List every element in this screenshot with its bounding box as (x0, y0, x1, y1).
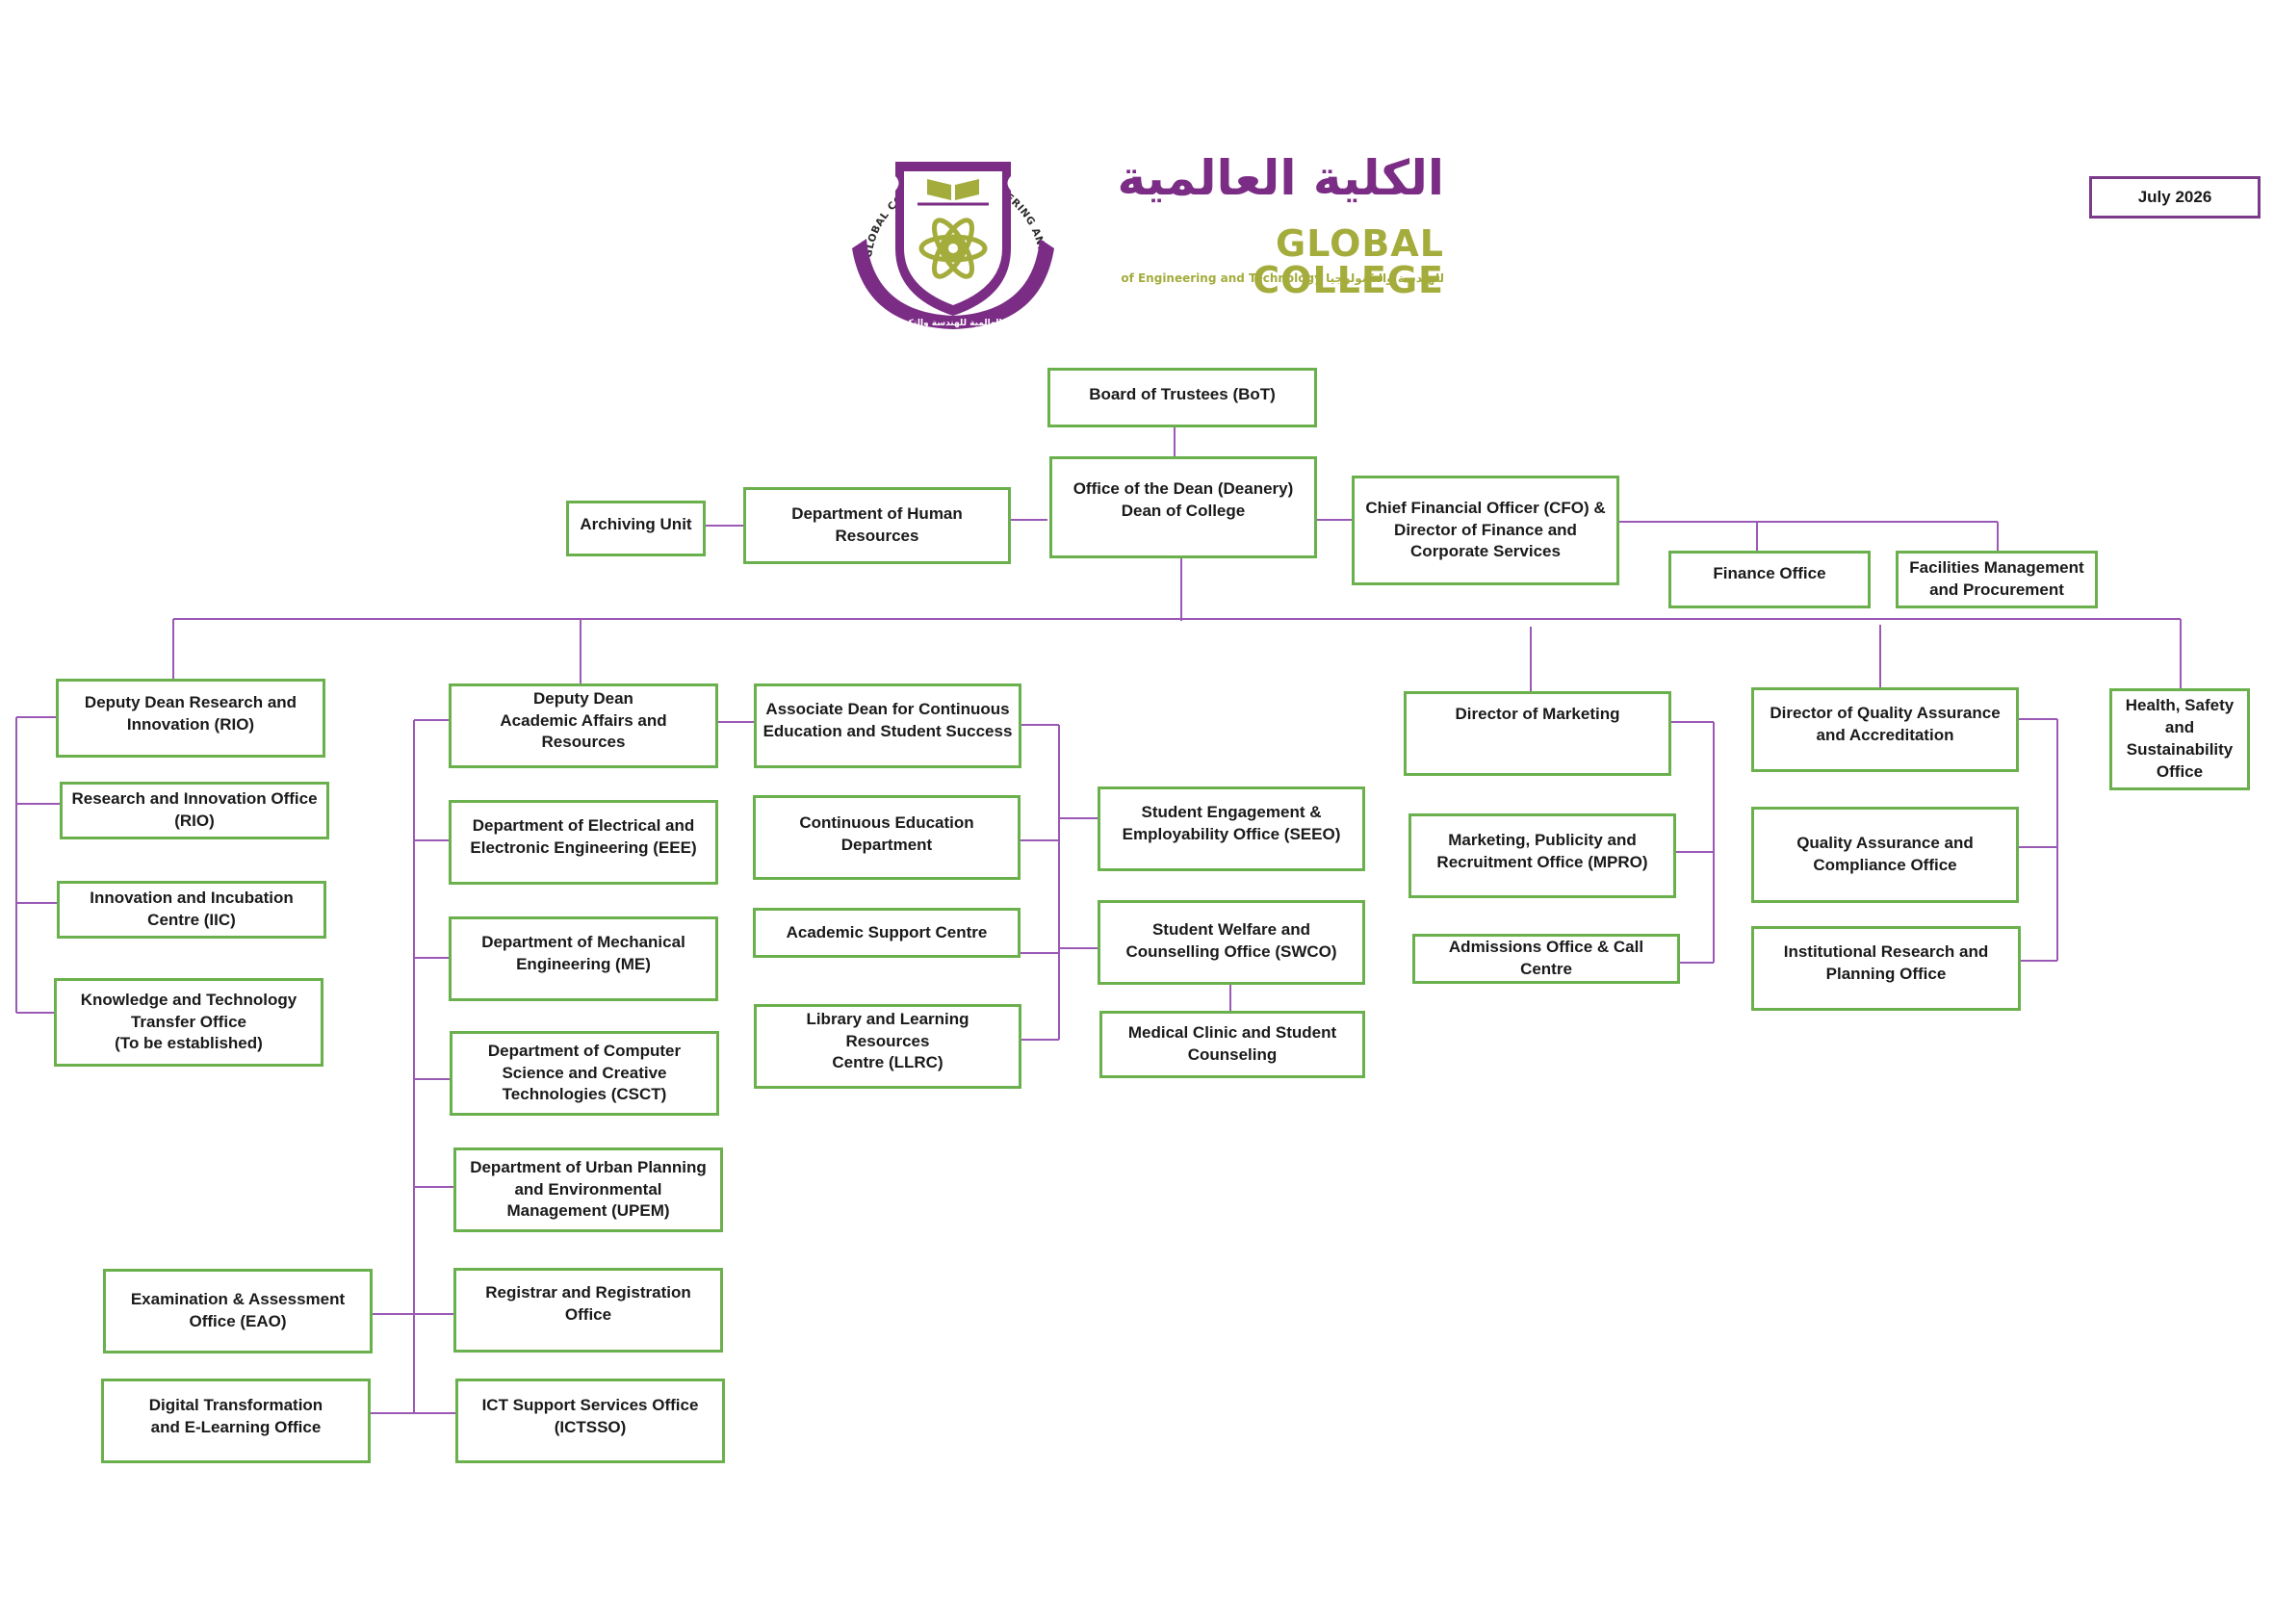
org-box-student-welfare: Student Welfare and Counselling Office (… (1098, 900, 1365, 985)
brand-name-english: GLOBAL COLLEGE (1253, 222, 1444, 301)
org-box-board-of-trustees: Board of Trustees (BoT) (1047, 368, 1317, 427)
org-box-student-engagement: Student Engagement & Employability Offic… (1098, 786, 1365, 871)
college-seal-logo: GLOBAL COLLEGE OF ENGINEERING AND TECHNO… (842, 123, 1054, 329)
org-box-finance-office: Finance Office (1668, 551, 1871, 608)
org-box-institutional-research-planning: Institutional Research and Planning Offi… (1751, 926, 2021, 1011)
org-box-continuous-education-dept: Continuous Education Department (753, 795, 1021, 880)
org-box-quality-assurance-compliance: Quality Assurance and Compliance Office (1751, 807, 2019, 903)
org-box-director-marketing: Director of Marketing (1404, 691, 1671, 776)
svg-text:الكلية العالمية للهندسة والتكن: الكلية العالمية للهندسة والتكنولوجيا (878, 319, 1028, 328)
org-box-academic-support-centre: Academic Support Centre (753, 908, 1021, 958)
org-box-human-resources: Department of Human Resources (743, 487, 1011, 564)
org-box-associate-dean-continuous-education: Associate Dean for Continuous Education … (754, 683, 1021, 768)
org-box-archiving-unit: Archiving Unit (566, 501, 706, 556)
date-badge: July 2026 (2089, 176, 2261, 219)
org-box-registrar: Registrar and Registration Office (453, 1268, 723, 1353)
org-box-dept-eee: Department of Electrical and Electronic … (449, 800, 718, 885)
org-box-ictsso: ICT Support Services Office (ICTSSO) (455, 1379, 725, 1463)
brand-name-arabic: الكلية العالمية (1117, 150, 1444, 206)
org-box-examination-assessment: Examination & Assessment Office (EAO) (103, 1269, 373, 1353)
org-box-dept-upem: Department of Urban Planning and Environ… (453, 1147, 723, 1232)
org-box-research-innovation-office: Research and Innovation Office (RIO) (60, 782, 329, 839)
org-box-dept-me: Department of Mechanical Engineering (ME… (449, 916, 718, 1001)
org-box-marketing-publicity-recruitment: Marketing, Publicity and Recruitment Off… (1408, 813, 1676, 898)
org-box-office-of-the-dean: Office of the Dean (Deanery) Dean of Col… (1049, 456, 1317, 558)
org-box-cfo: Chief Financial Officer (CFO) & Director… (1352, 476, 1619, 585)
org-box-knowledge-technology-transfer: Knowledge and Technology Transfer Office… (54, 978, 323, 1067)
org-box-director-quality-assurance: Director of Quality Assurance and Accred… (1751, 687, 2019, 772)
org-box-deputy-dean-academic: Deputy Dean Academic Affairs and Resourc… (449, 683, 718, 768)
org-box-innovation-incubation-centre: Innovation and Incubation Centre (IIC) (57, 881, 326, 939)
org-box-digital-transformation: Digital Transformation and E-Learning Of… (101, 1379, 371, 1463)
org-box-admissions-call-centre: Admissions Office & Call Centre (1412, 934, 1680, 984)
brand-subtitle: of Engineering and Technology للهندسة وا… (1121, 271, 1444, 285)
org-box-dept-csct: Department of Computer Science and Creat… (450, 1031, 719, 1116)
org-box-facilities-management: Facilities Management and Procurement (1896, 551, 2098, 608)
org-box-deputy-dean-research: Deputy Dean Research and Innovation (RIO… (56, 679, 325, 758)
org-box-health-safety-sustainability: Health, Safety and Sustainability Office (2109, 688, 2250, 790)
org-box-medical-clinic: Medical Clinic and Student Counseling (1099, 1011, 1365, 1078)
org-box-library-learning-resources: Library and Learning Resources Centre (L… (754, 1004, 1021, 1089)
